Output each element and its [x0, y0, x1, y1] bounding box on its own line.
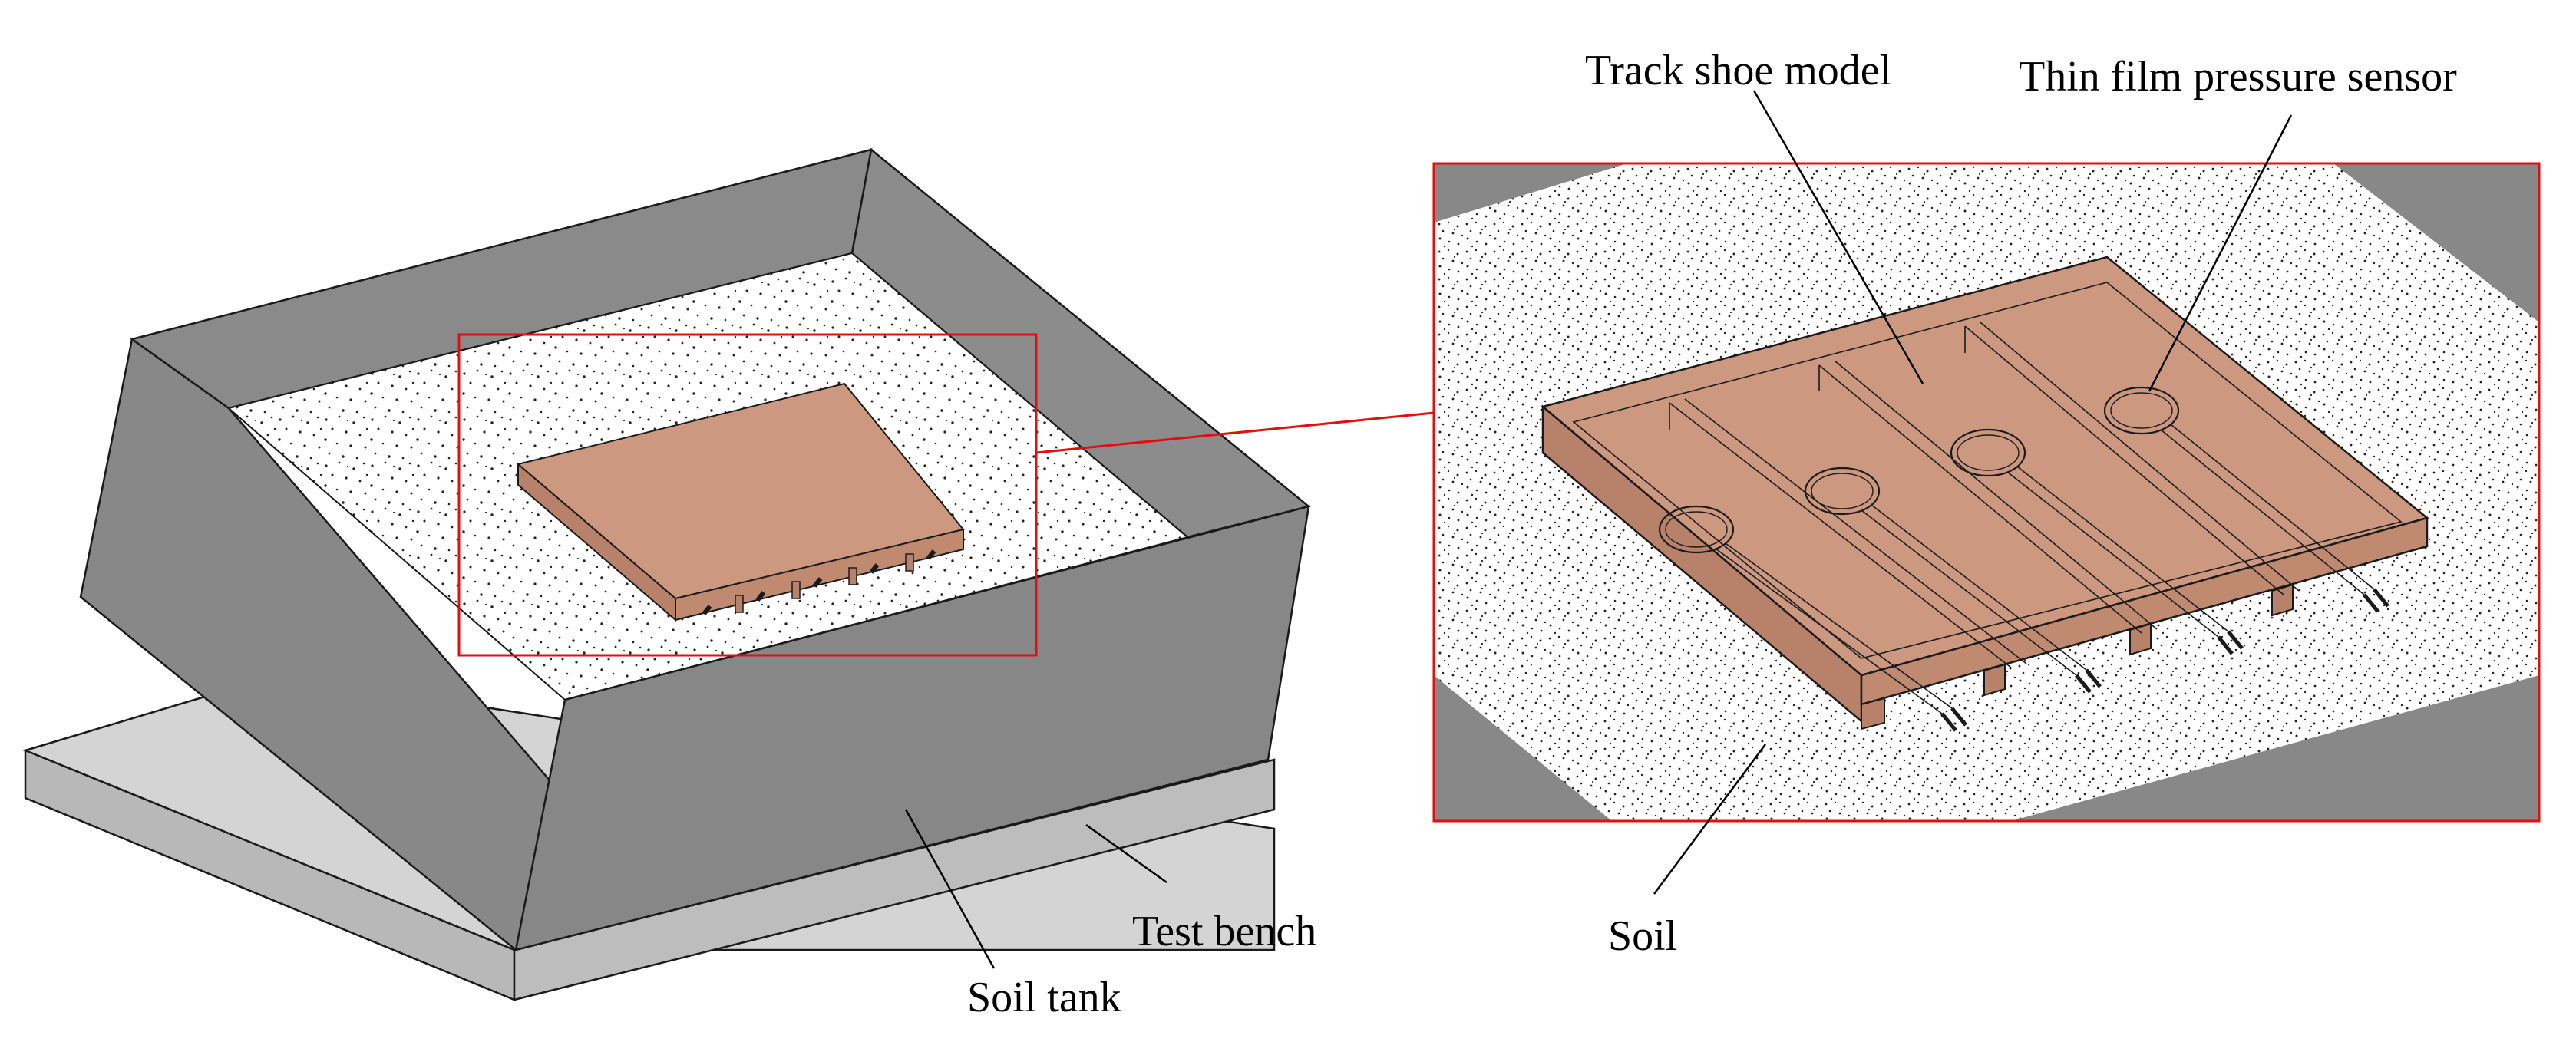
leader-soil-tank — [904, 809, 996, 969]
label-track-shoe-model: Track shoe model — [1585, 47, 1891, 94]
groove-lines — [1669, 322, 2300, 668]
sensor-lead — [702, 549, 936, 615]
detail-tank-wall-bottom-right — [2011, 675, 2539, 821]
pressure-sensor — [1804, 467, 2087, 676]
track-shoe-small-front-face — [675, 528, 964, 622]
detail-view — [1432, 162, 2541, 823]
leader-thin-film-pressure-sensor — [2148, 114, 2293, 392]
detail-tank-wall-top-right — [2333, 163, 2539, 322]
leader-soil — [1653, 744, 1767, 895]
soil-tank-front-wall — [514, 505, 1310, 951]
sensor-connector — [1940, 588, 2389, 732]
grouser — [2129, 622, 2152, 656]
grouser — [1861, 697, 1885, 730]
track-shoe-front-face — [1860, 516, 2429, 706]
detail-tank-wall-bottom-left — [1434, 675, 1612, 821]
leader-track-shoe-model — [1752, 90, 1924, 384]
pressure-sensor — [2103, 386, 2375, 595]
leader-test-bench — [1085, 823, 1167, 884]
grouser — [735, 595, 744, 613]
grouser — [848, 567, 857, 585]
grouser — [2271, 583, 2294, 617]
label-soil-tank: Soil tank — [967, 974, 1121, 1021]
label-soil: Soil — [1608, 912, 1677, 960]
track-shoe-inner-rim — [1572, 282, 2403, 659]
detail-tank-wall-top-left — [1434, 163, 1627, 223]
grouser — [1983, 663, 2006, 697]
pressure-sensor — [1658, 505, 1953, 714]
zoom-connector-line — [1035, 411, 1435, 454]
track-shoe-small — [516, 382, 965, 622]
grouser — [791, 581, 801, 599]
highlight-frame-detail — [1432, 162, 2541, 823]
label-test-bench: Test bench — [1132, 908, 1316, 955]
label-thin-film-pressure-sensor: Thin film pressure sensor — [2019, 53, 2457, 101]
track-shoe-detailed — [1541, 256, 2429, 732]
pressure-sensor — [1950, 428, 2229, 638]
grouser — [905, 553, 914, 572]
highlight-frame-small — [457, 333, 1038, 657]
